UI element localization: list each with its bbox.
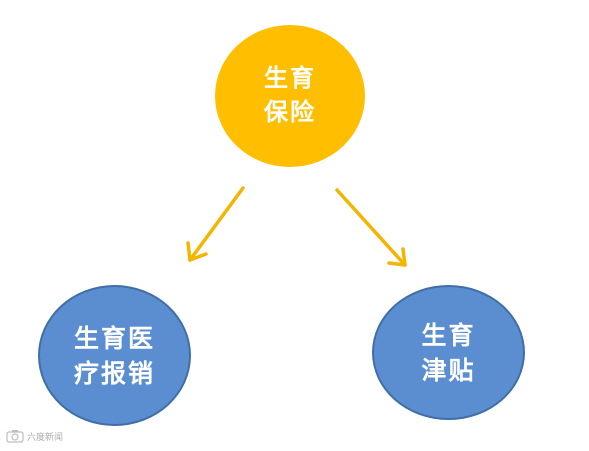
watermark: 六度新闻	[6, 428, 63, 444]
watermark-text: 六度新闻	[27, 432, 64, 443]
node-maternity-medical-reimbursement: 生育医 疗报销	[38, 285, 191, 426]
node-top-line1: 生育	[264, 64, 316, 93]
arrow-to-right	[335, 188, 407, 267]
node-maternity-insurance: 生育 保险	[215, 25, 365, 167]
camera-logo-icon	[6, 430, 24, 443]
node-right-line1: 生育	[421, 320, 476, 350]
node-maternity-allowance: 生育 津贴	[372, 285, 525, 420]
node-right-line2: 津贴	[421, 355, 476, 385]
arrow-to-left	[186, 186, 245, 262]
node-left-line2: 疗报销	[73, 358, 155, 388]
node-top-line2: 保险	[264, 98, 316, 126]
node-left-line1: 生育医	[73, 323, 155, 353]
